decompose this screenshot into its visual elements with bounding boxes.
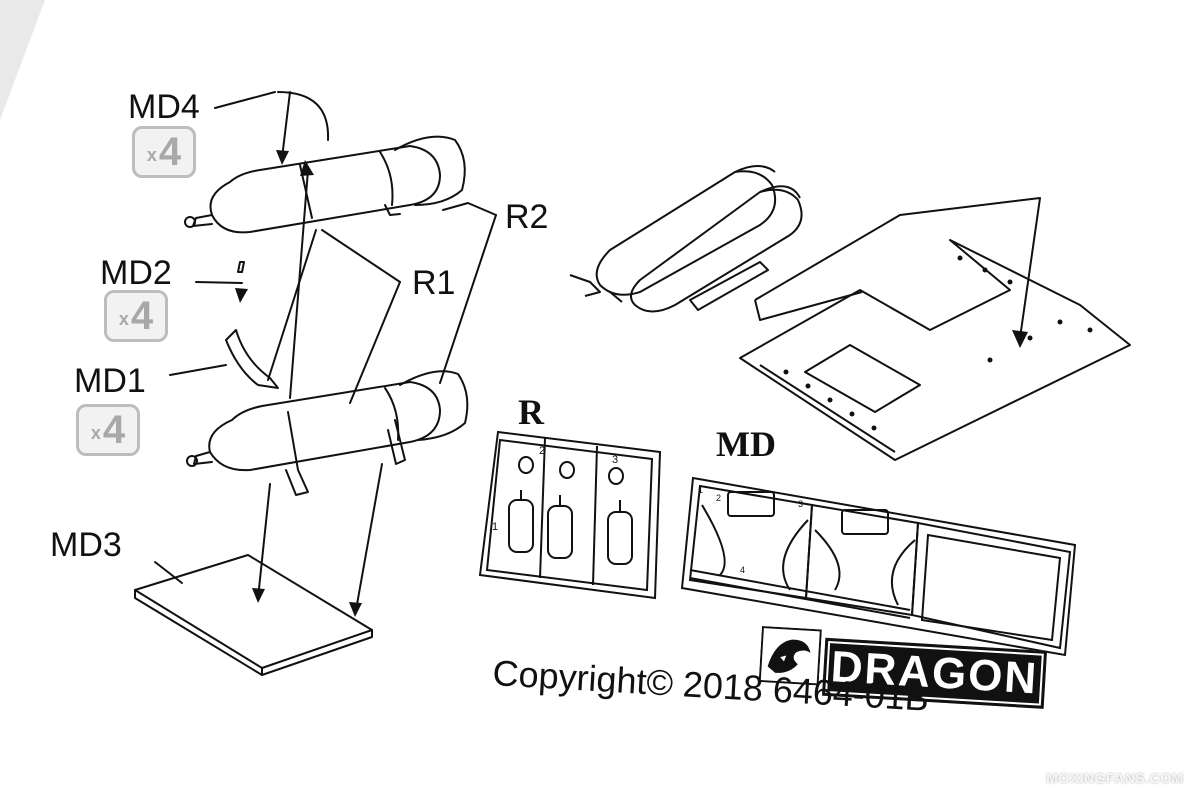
sprue-r-part-number: 2	[539, 445, 546, 457]
base-plate	[134, 554, 373, 676]
label-md1: MD1	[74, 362, 146, 400]
paper-plane-icon	[1059, 683, 1171, 775]
fret-md-part-number: 2	[716, 493, 722, 503]
quantity-badge-md1: x 4	[76, 404, 140, 456]
fret-md-part-number: 1	[698, 485, 704, 495]
sprue-r	[478, 430, 662, 600]
upper-extinguisher	[184, 91, 466, 234]
quantity-count: 4	[102, 407, 126, 452]
sprue-letter-md: MD	[716, 424, 776, 464]
dragon-emblem-icon	[758, 626, 822, 686]
sprue-r-part-number: 1	[492, 521, 499, 533]
label-md3: MD3	[50, 526, 122, 564]
label-md2: MD2	[100, 254, 172, 292]
sprue-r-part-number: 3	[612, 454, 619, 466]
label-md4: MD4	[128, 88, 200, 126]
completed-view	[569, 165, 1131, 461]
lower-extinguisher	[186, 370, 469, 496]
sprue-letter-r: R	[518, 392, 544, 432]
quantity-count: 4	[158, 129, 182, 174]
fret-md-part-number: 3	[798, 499, 804, 509]
dragon-brand-logo: DRAGON	[757, 626, 1051, 725]
label-r1: R1	[412, 264, 456, 302]
multiply-sign: x	[90, 422, 101, 443]
watermark-text: MOXINGFANS.COM	[1046, 770, 1184, 786]
quantity-count: 4	[130, 293, 154, 338]
quantity-badge-md4: x 4	[132, 126, 196, 178]
quantity-badge-md2: x 4	[104, 290, 168, 342]
fret-md	[680, 476, 1077, 657]
label-r2: R2	[505, 198, 549, 236]
multiply-sign: x	[118, 308, 129, 329]
multiply-sign: x	[146, 144, 157, 165]
fret-md-part-number: 4	[740, 565, 746, 575]
